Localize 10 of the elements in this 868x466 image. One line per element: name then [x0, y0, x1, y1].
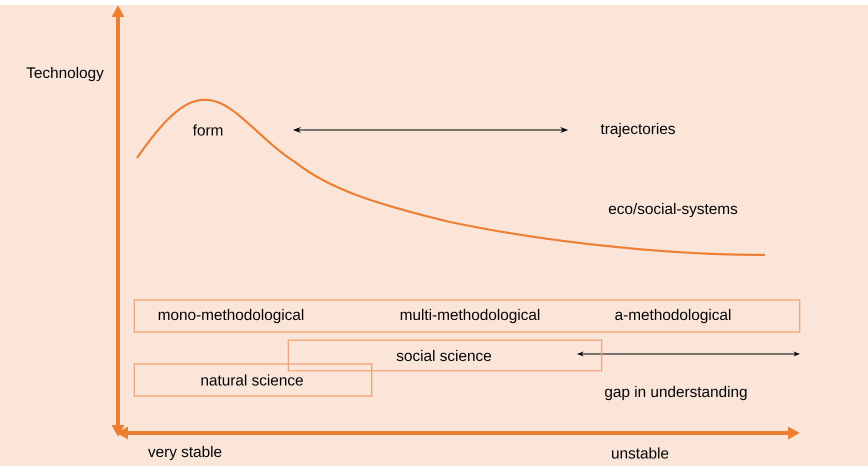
label: very stable	[148, 446, 222, 460]
label: unstable	[612, 447, 668, 459]
label: gap in understanding	[605, 386, 747, 400]
node-text: trajectories	[600, 122, 675, 138]
node-text: form	[192, 124, 222, 136]
label-box: mono-methodological multi-methodological a-methodological	[134, 299, 800, 333]
label-box: social science	[288, 340, 602, 372]
label-box: natural science	[134, 363, 372, 397]
label: Technology	[26, 66, 104, 82]
label: eco/social-systems	[608, 202, 738, 218]
